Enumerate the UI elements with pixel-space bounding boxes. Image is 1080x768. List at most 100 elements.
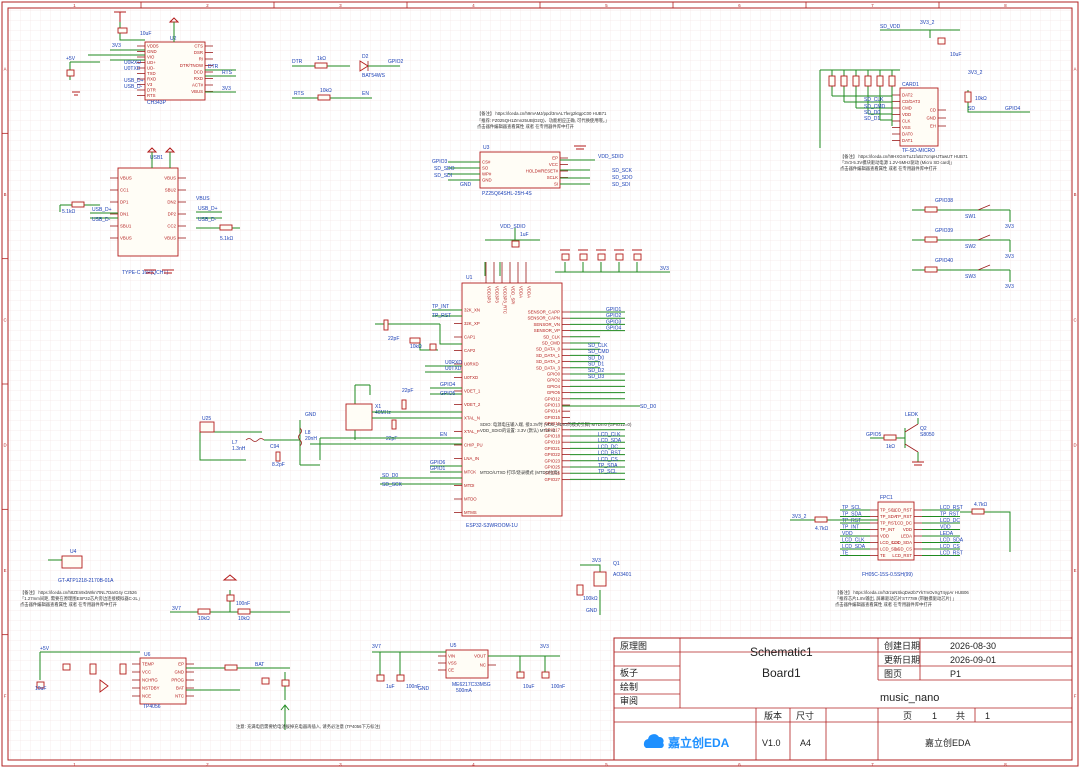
svg-text:U3: U3 — [483, 145, 490, 151]
frame-col-label: 4 — [472, 762, 475, 767]
u1-pin-name: GPIO18 — [544, 434, 560, 439]
logo: 嘉立创EDA — [643, 734, 730, 750]
u1-pin-name: SENSOR_VP — [534, 328, 560, 333]
svg-text:100kΩ: 100kΩ — [583, 596, 598, 602]
svg-text:BAT: BAT — [255, 662, 264, 668]
u1-pin-name: 32K_XP — [464, 321, 480, 326]
u1-pin-name: GPIO12 — [544, 396, 560, 401]
svg-text:3V3: 3V3 — [660, 266, 669, 272]
svg-text:3V3_2: 3V3_2 — [968, 70, 983, 76]
u1-sd-net-label: SD_D1 — [588, 362, 604, 368]
u1-pin-name: VDET_1 — [464, 389, 481, 394]
u2-pin-name: VBUS — [191, 89, 203, 94]
svg-text:点击器件编辑器查看属性 或者 在专用器件库中打开: 点击器件编辑器查看属性 或者 在专用器件库中打开 — [20, 601, 118, 608]
u6-pin-name: NCHRG — [142, 678, 158, 683]
u2-pin-name: UD+ — [147, 60, 156, 65]
frame-col-label: 3 — [339, 762, 342, 767]
tb-label-created: 创建日期 — [884, 640, 920, 651]
svg-text:1uF: 1uF — [520, 232, 529, 238]
fpc1-net-label: TP_RST — [842, 518, 861, 524]
fpc1-net-label: LCD_CLK — [842, 538, 865, 544]
svg-text:GND: GND — [586, 608, 598, 614]
svg-text:SD_SDO: SD_SDO — [612, 175, 633, 181]
u1-pin-name: 32K_XN — [464, 308, 480, 313]
u6-pin-name: TEMP — [142, 662, 154, 667]
u1-lcd-net-label: LCD_CS — [598, 457, 618, 463]
svg-text:「1.27mm间距, 需要在原理图ESP32芯片旁边连接模拟: 「1.27mm间距, 需要在原理图ESP32芯片旁边连接模拟器C-2L」 — [20, 595, 142, 602]
fpc1-net-label: TP_SCL — [842, 505, 861, 511]
usb1-pin-name: SBU2 — [165, 188, 177, 193]
u1-pin-name: GPIO16 — [544, 421, 560, 426]
u1-pin-name: GPIO2 — [547, 378, 561, 383]
frame-row-label: E — [4, 568, 7, 573]
u2-pin-name: DCD — [194, 70, 203, 75]
u1-gpio-net-label: GPIO4 — [606, 326, 622, 332]
svg-text:GPIO1: GPIO1 — [430, 466, 446, 472]
frame-row-label: F — [4, 693, 7, 698]
svg-text:22pF: 22pF — [386, 436, 397, 442]
card1-microsd: CARD1 TF-SD-MICRO DAT2CD/DAT3CMDVDDCLKVS… — [819, 20, 1030, 172]
svg-text:100nF: 100nF — [551, 684, 565, 690]
u1-pin-name: SD_DATA_3 — [536, 365, 561, 370]
frame-row-label: A — [4, 67, 7, 72]
u5-pin-name: VIN — [448, 654, 455, 659]
u1-pin-name: GPIO21 — [544, 446, 560, 451]
svg-text:10uF: 10uF — [140, 31, 151, 37]
switch-contact — [977, 234, 991, 241]
svg-text:SD_CLK: SD_CLK — [864, 97, 884, 103]
u1-pin-name: SD_DATA_2 — [536, 359, 561, 364]
fpc1-pin-name: LCD_CLK — [880, 540, 899, 545]
svg-text:SDIO: 电源电压输入端, 接3.3V时 (VDD_SDI: SDIO: 电源电压输入端, 接3.3V时 (VDD_SDIO的模式引脚) MT… — [480, 421, 632, 428]
u2-pin-name: DSR — [194, 50, 203, 55]
svg-text:点击器件编辑器查看属性 或者 在专用器件库中打开: 点击器件编辑器查看属性 或者 在专用器件库中打开 — [840, 165, 938, 172]
fpc1-net-label: LCD_DC — [940, 518, 960, 524]
fpc1-net-label: LCD_SDA — [842, 544, 866, 550]
u6-pin-name: NTC — [175, 694, 184, 699]
svg-text:TP4056: TP4056 — [143, 704, 161, 710]
fpc1-net-label: VDD — [940, 525, 951, 531]
u1-gpio-net-label: GPIO2 — [606, 313, 622, 319]
fpc1-pin-name: VDD — [903, 527, 912, 532]
u1-pin-name: LNA_IN — [464, 456, 479, 461]
u1-pin-name: GPIO26 — [544, 471, 560, 476]
frame-col-label: 6 — [738, 762, 741, 767]
u5-pin-name: VSS — [448, 661, 457, 666]
tb-version: V1.0 — [762, 738, 781, 748]
frame-row-label: D — [3, 443, 6, 448]
svg-text:10uF: 10uF — [35, 686, 46, 692]
u1-pin-name: MTDO — [464, 497, 477, 502]
tb-label-page: 图页 — [884, 669, 902, 679]
svg-text:注意: 充满电后需要给电池拔掉充电器再插入, 请务必注意 (: 注意: 充满电后需要给电池拔掉充电器再插入, 请务必注意 (TP4056下方标注… — [236, 723, 381, 730]
card1-pin-name: DAT0 — [902, 132, 913, 137]
u1-sd-net-label: SD_D0 — [588, 355, 604, 361]
switch-contact — [977, 204, 991, 211]
u2-pin-name: GND — [147, 49, 157, 54]
fpc1-pin-name: TP_SDA — [880, 514, 897, 519]
svg-text:SD_D0: SD_D0 — [640, 404, 656, 410]
svg-text:GND: GND — [460, 182, 472, 188]
svg-text:X1: X1 — [375, 404, 381, 410]
u2-pin-name: RI — [199, 57, 203, 62]
tb-page-id: P1 — [950, 669, 961, 679]
svg-text:5.1kΩ: 5.1kΩ — [62, 209, 75, 215]
fpc1-pin-name: LCD_SDA — [892, 540, 912, 545]
card1-pin-name: VDD — [902, 112, 911, 117]
svg-text:GPIO5: GPIO5 — [866, 432, 882, 438]
svg-text:5.1kΩ: 5.1kΩ — [220, 236, 233, 242]
svg-text:DTR: DTR — [292, 59, 303, 65]
u5-pin-name: VOUT — [474, 654, 486, 659]
svg-text:10kΩ: 10kΩ — [410, 344, 422, 350]
tb-project-name: music_nano — [880, 692, 939, 704]
fpc1-pin-name: VDD — [880, 534, 889, 539]
u1-pin-name: MTMS — [464, 510, 477, 515]
svg-text:VBUS: VBUS — [196, 196, 210, 202]
card-pullup-resistor — [852, 75, 860, 87]
fpc1-net-label: LCD_RST — [940, 551, 963, 557]
svg-text:SD_SDI: SD_SDI — [612, 182, 630, 188]
svg-text:L7: L7 — [232, 440, 238, 446]
svg-text:USB_D-: USB_D- — [124, 84, 143, 90]
svg-text:U25: U25 — [202, 416, 211, 422]
usb1-pin-name: VBUS — [120, 236, 132, 241]
tb-updated-date: 2026-09-01 — [950, 655, 996, 665]
